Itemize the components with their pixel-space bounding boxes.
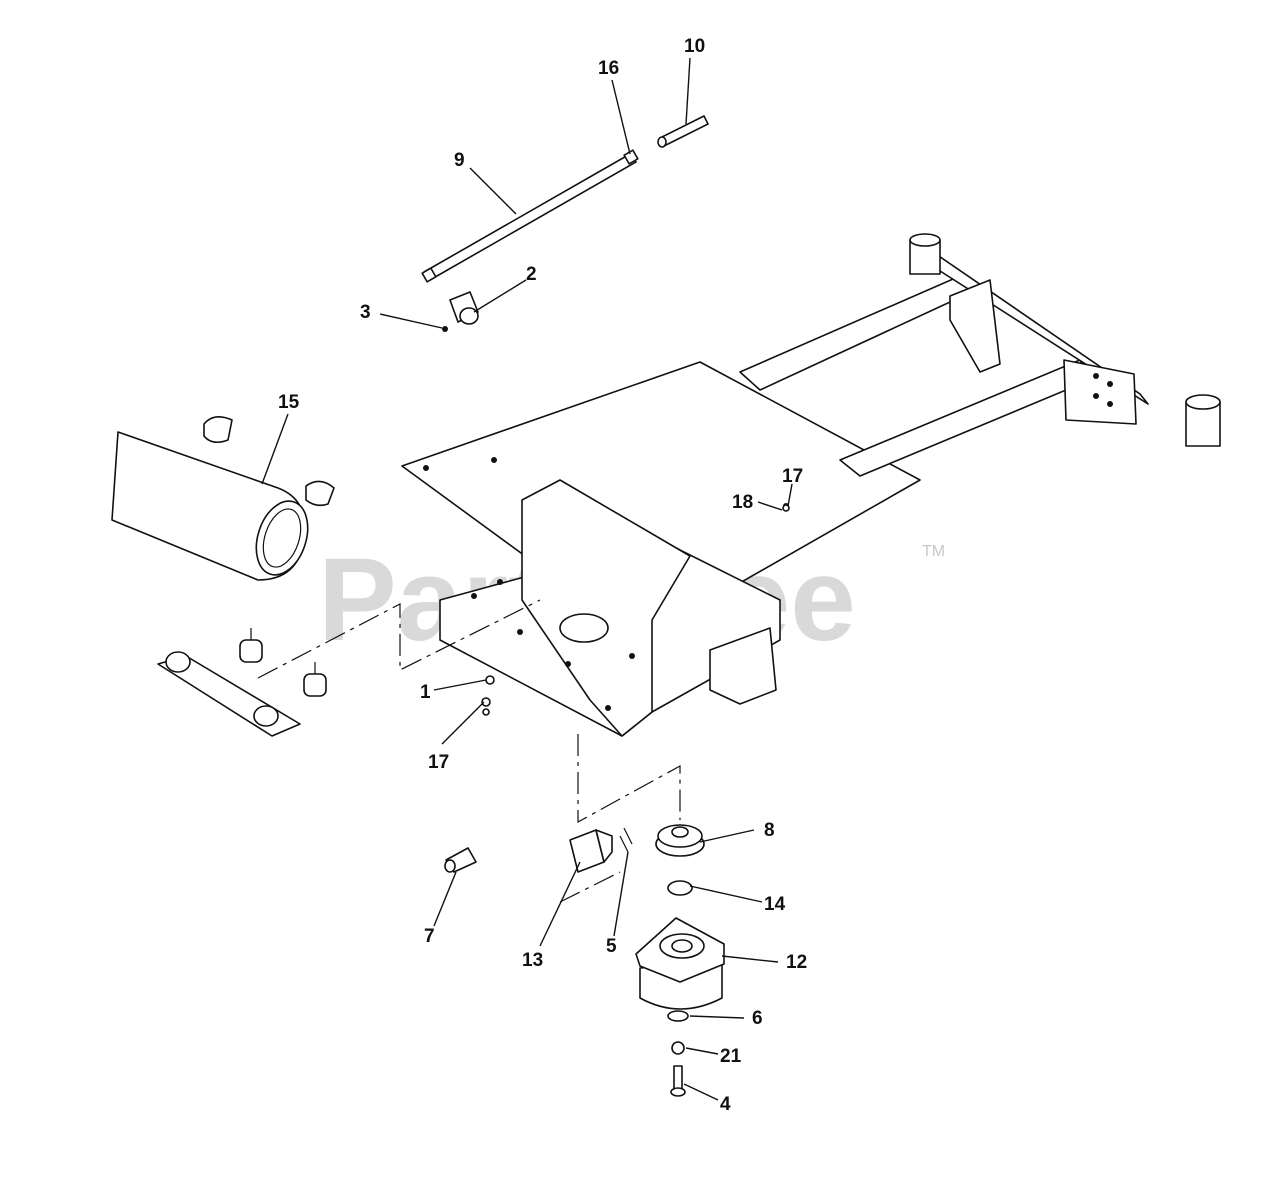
tube-part-10 — [657, 115, 709, 148]
callout-3: 3 — [360, 302, 371, 323]
callout-10: 10 — [684, 36, 705, 57]
callout-7: 7 — [424, 926, 435, 947]
callout-9: 9 — [454, 150, 465, 171]
callout-labels: 10 16 9 2 3 15 17 18 1 17 8 14 12 7 13 5… — [278, 36, 807, 1115]
callout-8: 8 — [764, 820, 775, 841]
callout-16: 16 — [598, 58, 619, 79]
callout-21: 21 — [720, 1046, 742, 1067]
muffler-part-15 — [111, 416, 335, 581]
fastener-part-17-lower — [481, 697, 491, 707]
callout-18: 18 — [732, 492, 753, 513]
mount-bracket-assembly — [157, 628, 327, 737]
bracket-part-13 — [569, 827, 633, 873]
callout-4: 4 — [720, 1094, 731, 1115]
frame-chassis — [401, 233, 1221, 737]
rod-part-9 — [421, 149, 639, 283]
callout-13: 13 — [522, 950, 543, 971]
fitting-part-2 — [442, 291, 479, 332]
fastener-part-17-lower-b — [482, 708, 490, 716]
callout-15: 15 — [278, 392, 300, 413]
pin-part-7 — [444, 847, 477, 873]
washer-part-14 — [667, 880, 693, 896]
callout-2: 2 — [526, 264, 537, 285]
fastener-part-1 — [485, 675, 495, 685]
washer-part-6 — [667, 1010, 689, 1022]
callout-1: 1 — [420, 682, 431, 703]
nut-part-21 — [671, 1041, 685, 1055]
clutch-part-12 — [635, 917, 725, 1010]
fastener-part-17-upper — [782, 504, 790, 512]
callout-5: 5 — [606, 936, 617, 957]
phantom-lines — [257, 599, 681, 903]
leader-lines — [261, 57, 793, 1101]
callout-14: 14 — [764, 894, 786, 915]
watermark-trademark: TM — [922, 543, 945, 560]
pulley-part-8 — [655, 824, 705, 857]
callout-17-bottom: 17 — [428, 752, 449, 773]
callout-12: 12 — [786, 952, 807, 973]
bolt-part-4 — [670, 1065, 686, 1097]
callout-6: 6 — [752, 1008, 763, 1029]
callout-17-top: 17 — [782, 466, 803, 487]
